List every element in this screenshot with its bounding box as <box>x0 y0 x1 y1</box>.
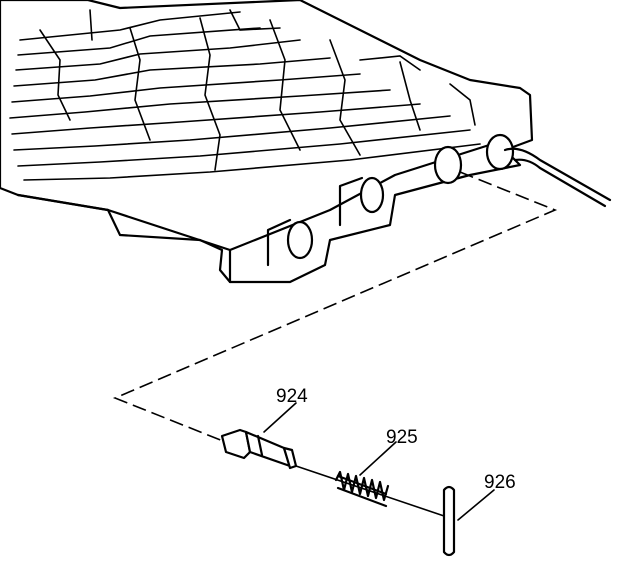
callout-926: 926 <box>457 472 516 521</box>
callout-label-925: 925 <box>386 427 418 448</box>
top-surface-channels <box>9 9 481 181</box>
transmission-line <box>503 147 612 202</box>
assembly-leader-line <box>112 171 558 444</box>
pin-926 <box>442 485 456 557</box>
valve-body-casting <box>0 0 612 284</box>
callout-label-924: 924 <box>276 386 308 407</box>
valve-924 <box>220 428 298 470</box>
callout-924: 924 <box>263 386 308 433</box>
callout-925: 925 <box>359 427 418 476</box>
valve-bores <box>266 133 515 267</box>
spring-925 <box>334 470 390 508</box>
callout-label-926: 926 <box>484 472 516 493</box>
